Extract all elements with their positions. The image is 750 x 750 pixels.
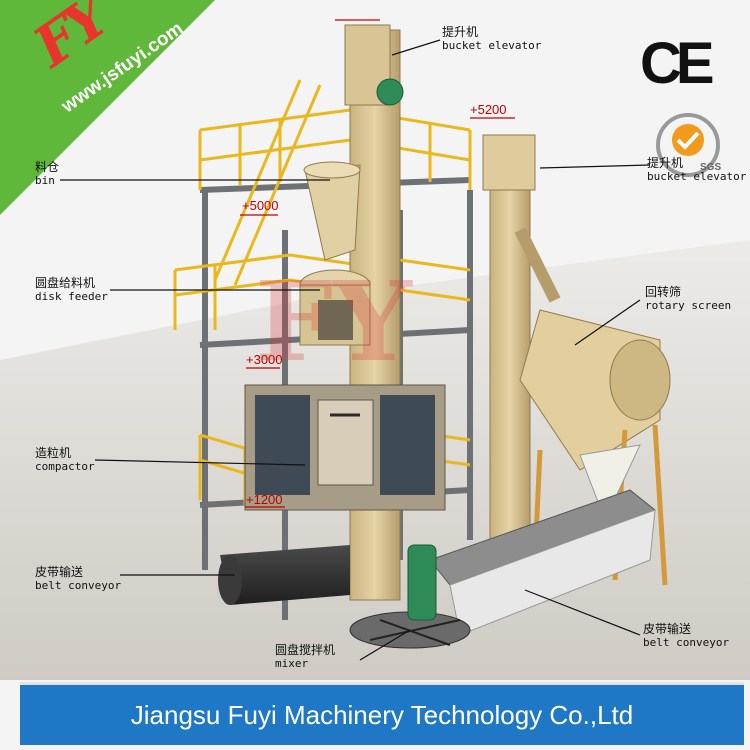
company-footer-banner: Jiangsu Fuyi Machinery Technology Co.,Lt… xyxy=(20,682,744,745)
company-name: Jiangsu Fuyi Machinery Technology Co.,Lt… xyxy=(130,700,634,730)
elevation-label: +3000 xyxy=(246,352,283,367)
label-zh: 圆盘给料机 xyxy=(35,276,96,290)
label-zh: 皮带输送 xyxy=(35,565,84,579)
label-en: bucket elevator xyxy=(442,39,542,52)
label-en: rotary screen xyxy=(645,299,732,312)
sgs-certification-mark: SGS xyxy=(700,162,722,173)
disk-feeder xyxy=(299,269,371,346)
label-belt-conveyor-right: 皮带输送 belt conveyor xyxy=(643,622,729,650)
label-zh: 圆盘搅拌机 xyxy=(275,643,336,657)
elevation-markers xyxy=(240,19,515,508)
rotary-screen-drum xyxy=(519,309,671,586)
compactor-machine xyxy=(244,384,446,511)
label-en: disk feeder xyxy=(35,290,108,303)
label-disk-feeder: 圆盘给料机 disk feeder xyxy=(35,276,108,304)
label-zh: 回转筛 xyxy=(645,285,682,299)
bin-hopper xyxy=(303,161,361,261)
label-en: belt conveyor xyxy=(643,636,730,649)
label-zh: 提升机 xyxy=(442,25,479,39)
label-en: bucket elevator xyxy=(647,170,747,183)
label-zh: 造粒机 xyxy=(35,446,72,460)
label-en: mixer xyxy=(275,657,309,670)
label-en: belt conveyor xyxy=(35,579,122,592)
label-bin: 料仓 bin xyxy=(35,160,59,188)
sgs-badge-icon xyxy=(656,113,720,177)
label-rotary-screen: 回转筛 rotary screen xyxy=(645,285,731,313)
label-bucket-elevator-right: 提升机 bucket elevator xyxy=(647,156,746,184)
right-belt-conveyor xyxy=(429,489,657,636)
label-belt-conveyor-left: 皮带输送 belt conveyor xyxy=(35,565,121,593)
ce-certification-mark: CE xyxy=(640,31,715,96)
elevation-label: +5200 xyxy=(470,102,507,117)
brand-corner xyxy=(0,0,215,215)
label-en: compactor xyxy=(35,460,95,473)
label-zh: 提升机 xyxy=(647,156,684,170)
label-zh: 料仓 xyxy=(35,160,60,174)
right-bucket-elevator xyxy=(482,134,561,541)
label-mixer: 圆盘搅拌机 mixer xyxy=(275,643,335,671)
label-en: bin xyxy=(35,174,55,187)
label-compactor: 造粒机 compactor xyxy=(35,446,95,474)
label-zh: 皮带输送 xyxy=(643,622,692,636)
watermark-text: FY xyxy=(255,257,413,386)
label-bucket-elevator-top: 提升机 bucket elevator xyxy=(442,25,541,53)
left-belt-conveyor xyxy=(218,545,350,605)
elevation-label: +5000 xyxy=(242,198,279,213)
elevation-label: +1200 xyxy=(246,492,283,507)
leader-lines xyxy=(60,39,651,661)
